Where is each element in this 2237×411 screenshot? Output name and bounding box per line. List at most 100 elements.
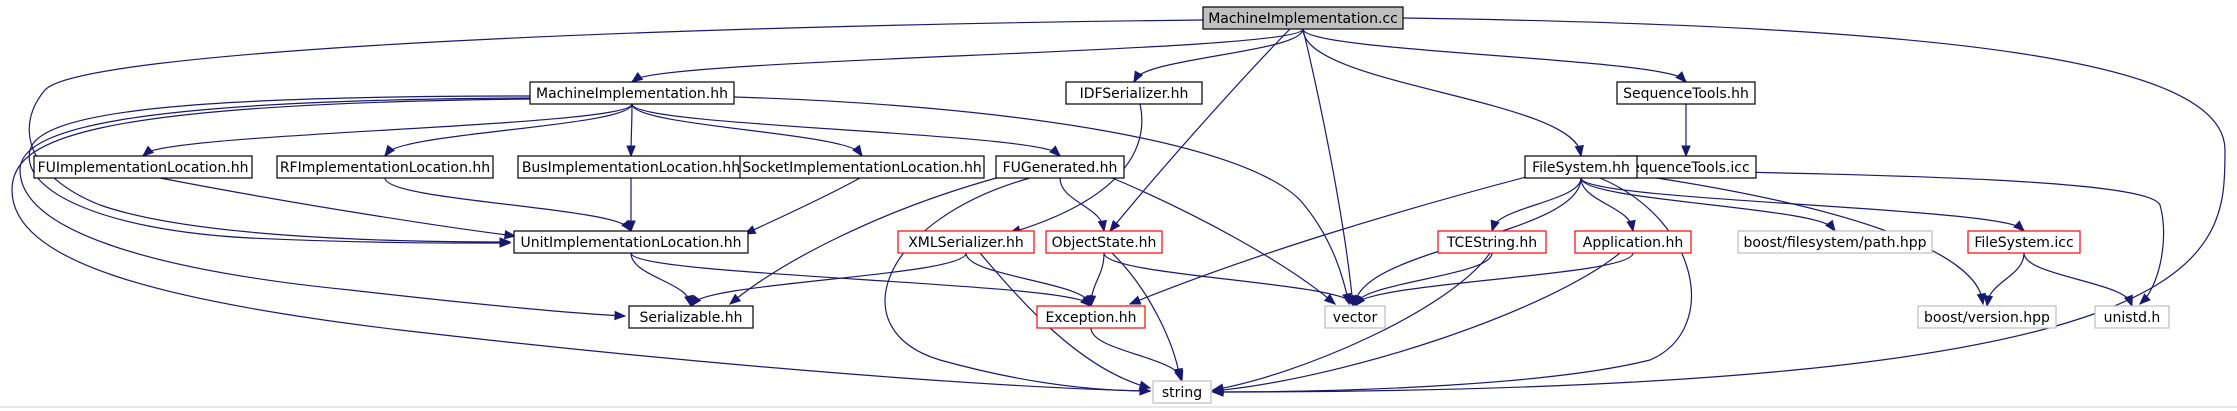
edge-xml-to-string <box>979 252 1152 390</box>
node-label: MachineImplementation.hh <box>536 86 728 102</box>
edge-line <box>884 177 1151 392</box>
edge-mi_hh-to-fugen <box>631 103 1061 157</box>
node-app[interactable]: Application.hh <box>1574 230 1692 254</box>
edge-arrowhead <box>503 229 517 240</box>
node-tce[interactable]: TCEString.hh <box>1437 230 1547 254</box>
node-sock-loc[interactable]: SocketImplementationLocation.hh <box>739 155 985 179</box>
edge-mi_hh-to-unit_loc <box>28 95 531 248</box>
edge-fs_icc-to-bver <box>1983 252 2025 308</box>
edge-line <box>1354 252 1634 307</box>
edge-line <box>733 96 1350 305</box>
edge-line <box>1109 176 1336 305</box>
node-label: SequenceTools.icc <box>1622 160 1749 176</box>
node-rf-loc[interactable]: RFImplementationLocation.hh <box>276 155 494 179</box>
edge-arrowhead <box>614 310 627 321</box>
edge-line <box>630 252 1092 307</box>
edge-arrowhead <box>1681 145 1691 158</box>
node-ser[interactable]: Serializable.hh <box>628 305 754 329</box>
node-unit-loc[interactable]: UnitImplementationLocation.hh <box>513 230 749 254</box>
edge-arrowhead <box>141 145 155 157</box>
node-box <box>2094 305 2170 329</box>
node-fu-loc[interactable]: FUImplementationLocation.hh <box>33 155 253 179</box>
edge-line <box>11 98 1151 392</box>
edge-fugen-to-ser <box>728 176 1001 305</box>
edge-mi_cc-to-seq <box>1302 28 1687 83</box>
edge-mi_hh-to-bus_loc <box>626 103 636 158</box>
node-fugen[interactable]: FUGenerated.hh <box>995 155 1125 179</box>
edge-arrowhead <box>1133 70 1144 84</box>
edge-mi_hh-to-ser <box>19 97 627 321</box>
edge-arrowhead <box>728 293 742 305</box>
node-label: SocketImplementationLocation.hh <box>742 160 981 176</box>
edge-mi_cc-to-idf <box>1133 28 1304 84</box>
edge-arrowhead <box>1675 71 1687 83</box>
node-mi-hh[interactable]: MachineImplementation.hh <box>529 81 735 105</box>
node-box <box>1967 230 2081 254</box>
node-box <box>995 155 1125 179</box>
node-fs-icc[interactable]: FileSystem.icc <box>1967 230 2081 254</box>
edge-arrowhead <box>1049 145 1061 157</box>
edge-line <box>384 177 632 232</box>
edge-line <box>1212 252 1491 391</box>
edge-xml-to-ser <box>690 252 967 308</box>
node-os[interactable]: ObjectState.hh <box>1045 230 1163 254</box>
edge-arrowhead <box>1490 219 1500 233</box>
edge-arrowhead <box>384 144 396 158</box>
node-label: FUGenerated.hh <box>1003 160 1118 176</box>
node-label: Application.hh <box>1583 235 1683 251</box>
edge-arrowhead <box>1323 293 1337 305</box>
edge-line <box>1129 175 1531 305</box>
node-idf[interactable]: IDFSerializer.hh <box>1065 81 1203 105</box>
edge-unit_loc-to-ser <box>630 252 694 308</box>
node-label: Serializable.hh <box>639 310 742 326</box>
edge-arrowhead <box>1211 385 1224 395</box>
node-box <box>513 230 749 254</box>
edge-mi_hh-to-rf_loc <box>384 103 633 158</box>
node-xml[interactable]: XMLSerializer.hh <box>897 230 1035 254</box>
edge-mi_cc-to-mi_hh <box>630 28 1304 83</box>
node-unistd: unistd.h <box>2094 305 2170 329</box>
node-mi-cc[interactable]: MachineImplementation.cc <box>1202 6 1404 30</box>
edge-arrowhead <box>1174 369 1184 383</box>
edge-arrowhead <box>690 294 702 308</box>
edge-line <box>1111 252 1181 380</box>
node-label: ObjectState.hh <box>1052 235 1157 251</box>
edge-exc-to-string <box>1090 327 1184 383</box>
node-label: boost/filesystem/path.hpp <box>1743 235 1926 251</box>
edge-arrowhead <box>1824 219 1836 233</box>
edge-line <box>729 176 1001 305</box>
edge-fs_hh-to-app <box>1580 177 1636 233</box>
edge-layer <box>11 17 2226 397</box>
node-string: string <box>1152 380 1212 404</box>
edge-arrowhead <box>499 238 512 248</box>
edge-line <box>1212 252 1621 392</box>
node-label: FUImplementationLocation.hh <box>38 160 249 176</box>
node-label: Exception.hh <box>1045 310 1136 326</box>
edge-arrowhead <box>626 220 636 233</box>
edge-line <box>631 103 1061 157</box>
edge-app-to-vector <box>1354 252 1634 308</box>
node-exc[interactable]: Exception.hh <box>1036 305 1146 329</box>
node-box <box>33 155 253 179</box>
node-seq[interactable]: SequenceTools.hh <box>1616 81 1756 105</box>
node-bpath: boost/filesystem/path.hpp <box>1737 230 1933 254</box>
node-box <box>529 81 735 105</box>
edge-fs_hh-to-exc <box>1128 175 1531 305</box>
node-box <box>897 230 1035 254</box>
edge-bus_loc-to-unit_loc <box>626 177 636 233</box>
edge-arrowhead <box>1109 219 1121 233</box>
node-bus-loc[interactable]: BusImplementationLocation.hh <box>517 155 745 179</box>
node-label: MachineImplementation.cc <box>1208 11 1398 27</box>
node-box <box>1737 230 1933 254</box>
node-fs-hh[interactable]: FileSystem.hh <box>1524 155 1638 179</box>
edge-seq-to-seq_icc <box>1681 104 1691 158</box>
node-label: RFImplementationLocation.hh <box>280 160 490 176</box>
edge-line <box>1109 28 1291 232</box>
edge-line <box>979 252 1151 389</box>
node-label: FileSystem.hh <box>1532 160 1630 176</box>
edge-fs_icc-to-unistd <box>2023 252 2133 308</box>
edge-mi_cc-to-os <box>1109 28 1291 233</box>
node-label: XMLSerializer.hh <box>908 235 1024 251</box>
edge-arrowhead <box>1128 295 1142 305</box>
node-label: IDFSerializer.hh <box>1080 86 1189 102</box>
